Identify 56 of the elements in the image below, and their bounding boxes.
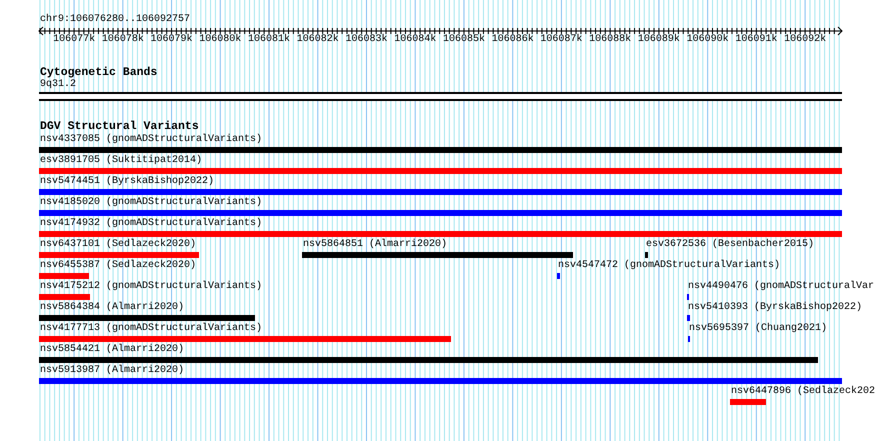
tick-label: 106090k <box>686 34 729 46</box>
tick-label: 106080k <box>199 34 242 46</box>
feature-label: nsv6437101 (Sedlazeck2020) <box>40 239 196 251</box>
tick-label: 106077k <box>53 34 96 46</box>
tick-label: 106089k <box>638 34 680 46</box>
variant-bar <box>39 357 818 363</box>
feature-label: nsv6447896 (Sedlazeck202 <box>731 386 876 398</box>
tick-label: 106087k <box>540 34 582 46</box>
tick-label: 106078k <box>102 34 144 46</box>
variant-bar <box>39 252 199 258</box>
feature-label: nsv4174932 (gnomADStructuralVariants) <box>40 218 262 230</box>
feature-label: nsv6455387 (Sedlazeck2020) <box>40 260 196 272</box>
variant-bar <box>39 336 451 342</box>
track-title: DGV Structural Variants <box>40 120 199 133</box>
tick-label: 106092k <box>784 34 826 46</box>
variant-bar <box>302 252 573 258</box>
variant-bar <box>39 147 842 153</box>
tick-label: 106091k <box>735 34 778 46</box>
variant-bar <box>39 294 90 300</box>
feature-label: nsv5695397 (Chuang2021) <box>689 323 828 335</box>
feature-label: nsv5474451 (ByrskaBishop2022) <box>40 176 214 188</box>
tick-label: 106085k <box>442 34 485 46</box>
feature-label: nsv5864851 (Almarri2020) <box>303 239 448 251</box>
feature-label: nsv5410393 (ByrskaBishop2022) <box>688 302 862 314</box>
feature-label: esv3672536 (Besenbacher2015) <box>646 239 814 251</box>
tick-label: 106088k <box>589 34 632 46</box>
feature-label: nsv5854421 (Almarri2020) <box>40 344 184 356</box>
feature-label: nsv5864384 (Almarri2020) <box>40 302 184 314</box>
feature-label: nsv4185020 (gnomADStructuralVariants) <box>40 197 262 209</box>
tick-label: 106081k <box>248 34 290 46</box>
feature-label: nsv4490476 (gnomADStructuralVar <box>688 281 874 293</box>
feature-label: nsv4177713 (gnomADStructuralVariants) <box>40 323 262 335</box>
variant-bar <box>39 168 842 174</box>
variant-bar <box>557 273 560 279</box>
tick-label: 106084k <box>394 34 436 46</box>
feature-label: nsv4175212 (gnomADStructuralVariants) <box>40 281 262 293</box>
variant-bar <box>687 315 690 321</box>
variant-bar <box>39 273 89 279</box>
feature-label: esv3891705 (Suktitipat2014) <box>40 155 202 167</box>
band-label: 9q31.2 <box>40 79 76 91</box>
tick-label: 106086k <box>492 34 534 46</box>
variant-bar <box>39 189 842 195</box>
variant-bar <box>39 231 842 237</box>
tick-label: 106079k <box>150 34 193 46</box>
tick-label: 106083k <box>346 34 388 46</box>
variant-bar <box>645 252 648 258</box>
variant-bar <box>39 378 842 384</box>
track-title: Cytogenetic Bands <box>40 66 158 79</box>
feature-label: nsv4337085 (gnomADStructuralVariants) <box>40 134 262 146</box>
feature-label: nsv5913987 (Almarri2020) <box>40 365 184 377</box>
tick-label: 106082k <box>296 34 339 46</box>
location-label: chr9:106076280..106092757 <box>40 14 190 26</box>
variant-bar <box>730 399 766 405</box>
variant-bar <box>39 315 255 321</box>
feature-label: nsv4547472 (gnomADStructuralVariants) <box>558 260 780 272</box>
variant-bar <box>39 210 842 216</box>
